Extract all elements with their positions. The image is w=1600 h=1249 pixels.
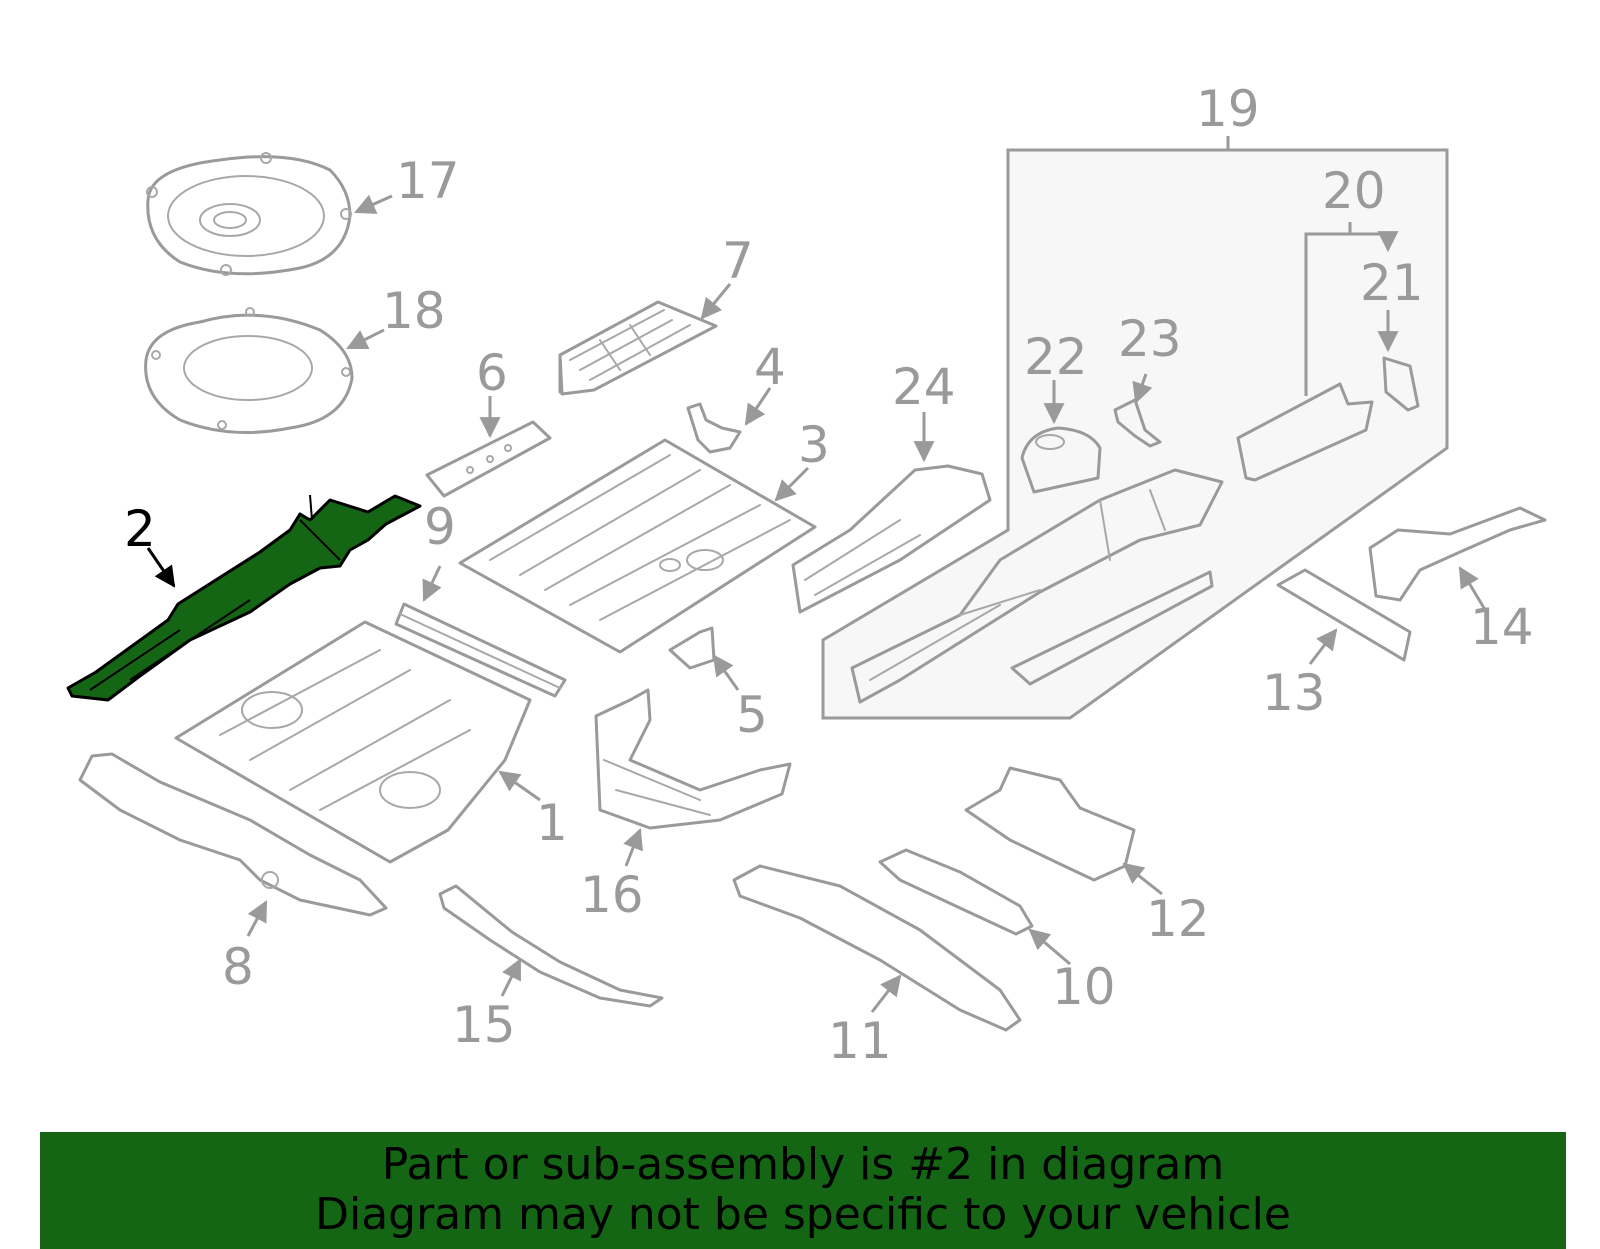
callout-18[interactable]: 18: [382, 282, 446, 340]
callout-labels: 17 18 6 7 4 3 9 1 5 24 22 23 19 20 21 14…: [124, 80, 1534, 1070]
part-24-rail[interactable]: [791, 464, 992, 614]
part-12-bracket[interactable]: [964, 766, 1136, 882]
banner-line-2: Diagram may not be specific to your vehi…: [315, 1189, 1291, 1240]
part-7-bracket[interactable]: [558, 300, 718, 396]
part-15-brace[interactable]: [438, 884, 664, 1008]
part-14-crossmember[interactable]: [1368, 506, 1547, 602]
assembly-19-box: [821, 136, 1449, 720]
part-18-gasket[interactable]: [144, 307, 354, 434]
part-2-highlighted[interactable]: [66, 494, 422, 702]
part-11-crossmember[interactable]: [732, 864, 1022, 1032]
callout-6[interactable]: 6: [476, 344, 508, 402]
part-17-speaker[interactable]: [146, 152, 352, 276]
callout-13[interactable]: 13: [1262, 664, 1326, 722]
part-1-rear-floor-pan[interactable]: [174, 620, 532, 864]
callout-22[interactable]: 22: [1024, 328, 1088, 386]
part-22-housing[interactable]: [1020, 426, 1102, 494]
callout-11[interactable]: 11: [828, 1012, 892, 1070]
banner-line-1: Part or sub-assembly is #2 in diagram: [381, 1139, 1225, 1190]
callout-10[interactable]: 10: [1052, 958, 1116, 1016]
part-10-crossmember[interactable]: [878, 848, 1034, 936]
part-19-side-member-assembly[interactable]: [850, 468, 1224, 704]
callout-4[interactable]: 4: [754, 338, 786, 396]
callout-2[interactable]: 2: [124, 500, 156, 558]
part-9-crossmember[interactable]: [394, 602, 567, 698]
part-16-wheelhouse[interactable]: [594, 688, 792, 830]
part-21-plate[interactable]: [1382, 356, 1420, 412]
callout-15[interactable]: 15: [452, 996, 516, 1054]
part-13-bracket[interactable]: [1276, 568, 1412, 662]
callout-20[interactable]: 20: [1322, 162, 1386, 220]
callout-21[interactable]: 21: [1360, 254, 1424, 312]
callout-12[interactable]: 12: [1146, 890, 1210, 948]
callout-8[interactable]: 8: [222, 938, 254, 996]
part-5-bracket[interactable]: [668, 626, 716, 670]
callout-24[interactable]: 24: [892, 358, 956, 416]
callout-3[interactable]: 3: [798, 416, 830, 474]
info-banner: Part or sub-assembly is #2 in diagram Di…: [40, 1132, 1566, 1249]
part-6-reinforcement[interactable]: [425, 420, 552, 498]
callout-16[interactable]: 16: [580, 866, 644, 924]
callout-5[interactable]: 5: [736, 686, 768, 744]
callout-leaders: [146, 194, 1486, 1013]
callout-9[interactable]: 9: [424, 498, 456, 556]
part-4-bracket[interactable]: [686, 402, 742, 454]
callout-7[interactable]: 7: [722, 232, 754, 290]
callout-1[interactable]: 1: [536, 794, 568, 852]
part-20-rail[interactable]: [1236, 382, 1374, 482]
part-8-side-rail[interactable]: [78, 752, 388, 917]
callout-17[interactable]: 17: [396, 152, 460, 210]
callout-23[interactable]: 23: [1118, 310, 1182, 368]
part-3-floor-panel[interactable]: [458, 438, 817, 654]
callout-19[interactable]: 19: [1196, 80, 1260, 138]
callout-14[interactable]: 14: [1470, 598, 1534, 656]
part-23-clip[interactable]: [1113, 398, 1162, 448]
